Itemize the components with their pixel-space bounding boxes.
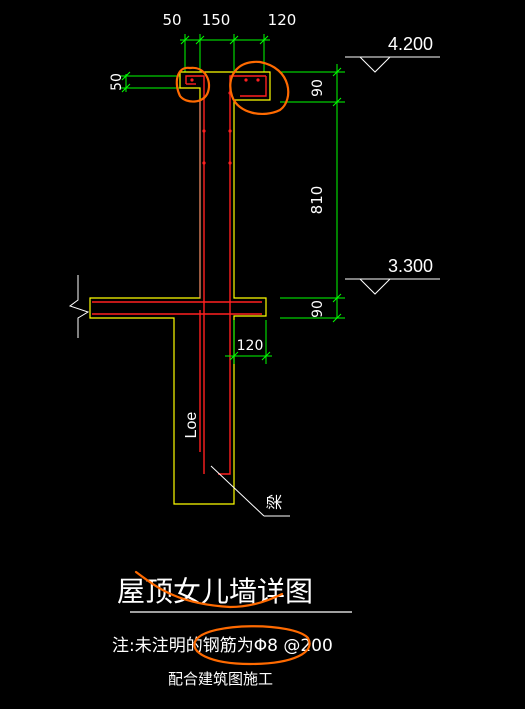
dim-top-50: 50 bbox=[162, 11, 181, 29]
right-dimension-chain bbox=[280, 64, 345, 323]
markup-strike-title bbox=[134, 570, 284, 609]
dim-right-810: 810 bbox=[308, 186, 326, 215]
elevation-marker-top bbox=[345, 56, 440, 73]
dim-left-50: 50 bbox=[109, 73, 125, 91]
markup-annotations bbox=[134, 60, 311, 666]
slab-break-line bbox=[68, 275, 90, 338]
rebar-dots bbox=[190, 78, 260, 165]
dim-right-90-bottom: 90 bbox=[310, 300, 326, 318]
dim-top-150: 150 bbox=[202, 11, 231, 29]
markup-circle-left-hook bbox=[175, 66, 211, 103]
markup-circle-rebar-spec bbox=[193, 625, 311, 666]
note-line-1: 注:未注明的钢筋为Φ8 @200 bbox=[112, 636, 333, 656]
beam-leader bbox=[210, 465, 290, 517]
markup-circle-right-hook bbox=[229, 60, 290, 115]
elevation-slab-text: 3.300 bbox=[388, 256, 433, 276]
elevation-top-text: 4.200 bbox=[388, 34, 433, 54]
anchorage-label: Loe bbox=[183, 412, 200, 439]
dim-right-90-top: 90 bbox=[310, 79, 326, 97]
top-dimension-chain bbox=[180, 34, 270, 72]
elevation-marker-slab bbox=[345, 278, 440, 295]
dim-top-120: 120 bbox=[268, 11, 297, 29]
wall-width-dimension bbox=[225, 320, 272, 364]
dim-wall-width-120: 120 bbox=[237, 338, 264, 354]
rebar bbox=[92, 75, 267, 475]
concrete-outline bbox=[89, 71, 271, 505]
left-dimension bbox=[120, 71, 180, 93]
note-line-2: 配合建筑图施工 bbox=[168, 670, 273, 688]
beam-label: 梁 bbox=[265, 494, 284, 510]
